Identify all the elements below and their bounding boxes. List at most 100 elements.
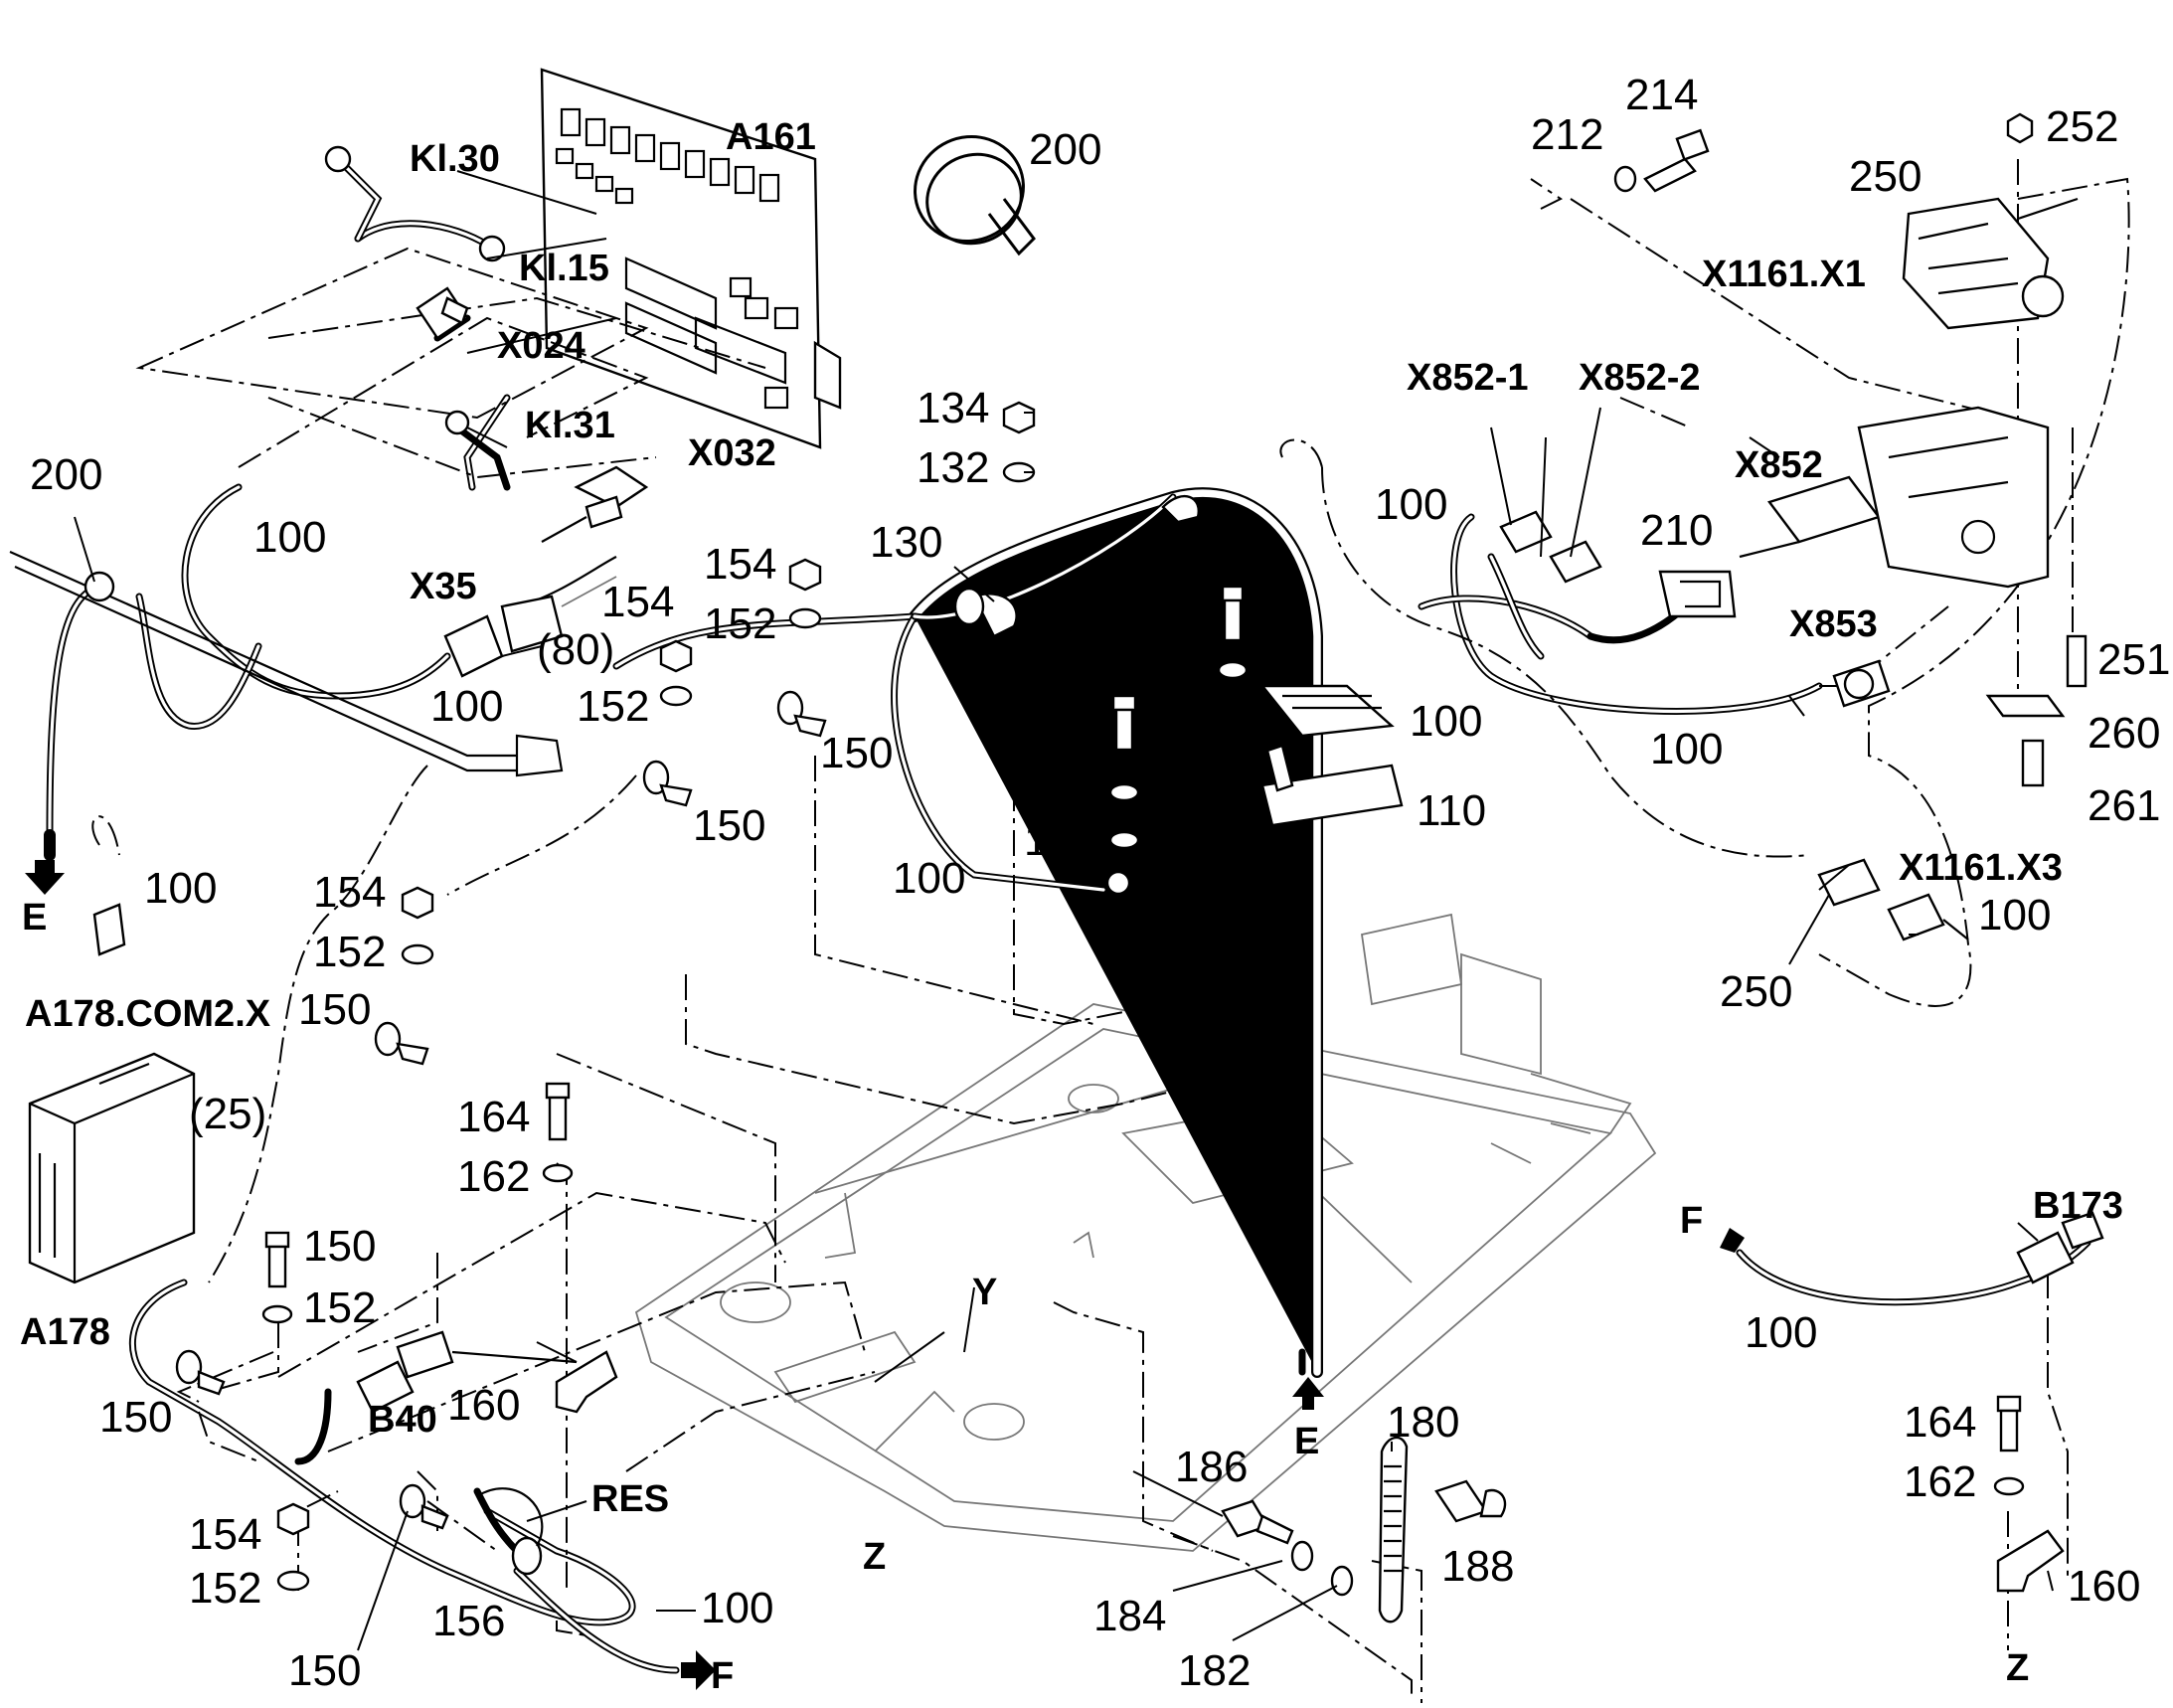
board-a161 [540,68,842,449]
label-b173: B173 [2033,1185,2123,1227]
arrow-e-mid [1292,1377,1324,1410]
callout-251: 251 [2097,635,2170,684]
bracket-250 [1857,197,2079,589]
label-x024: X024 [497,325,585,367]
callout-200-strap: 200 [1029,125,1101,174]
callout-100-a: 100 [253,513,326,562]
callout-250-a: 250 [1849,152,1922,201]
callout-134: 134 [917,384,989,432]
callout-112: 112 [1135,645,1205,694]
label-a178-com2-x: A178.COM2.X [25,993,271,1035]
arrow-e-top [25,860,65,895]
callout-184: 184 [1093,1592,1166,1640]
callout-100-g: 100 [1978,891,2051,939]
main-harness [44,220,2091,1674]
label-x852-1: X852-1 [1407,357,1529,399]
label-kl31: Kl.31 [525,405,615,446]
callout-186: 186 [1175,1443,1248,1491]
callout-100-e: 100 [1375,480,1447,529]
callout-250-b: 250 [1720,967,1792,1016]
callout-260: 260 [2088,709,2160,758]
callout-150-b: 150 [693,801,765,850]
callout-100-c: 100 [893,854,965,903]
callout-154-b: 154 [601,578,674,626]
x1161-x3-connector [1817,858,1969,941]
label-e-mid: E [1294,1421,1319,1462]
callout-154-c: 154 [313,868,386,917]
label-b40: B40 [368,1399,437,1441]
assembly-lines [91,159,2130,1703]
callout-152-a: 152 [704,599,776,648]
callout-150-c: 150 [298,985,371,1034]
part-labels: A161 Kl.30 Kl.15 X024 Kl.31 X032 X35 X85… [20,116,2123,1697]
label-x852-2: X852-2 [1579,357,1701,399]
arrow-f-bottom [681,1650,716,1690]
callout-252: 252 [2046,102,2118,151]
callout-261: 261 [2088,781,2160,830]
callout-180: 180 [1387,1398,1459,1447]
b40-connector [356,1330,2065,1593]
callout-150-e: 150 [99,1393,172,1442]
callout-130: 130 [870,518,942,567]
label-res: RES [591,1478,669,1520]
callout-100-j: 100 [1745,1308,1817,1357]
callout-150-a: 150 [820,729,893,777]
callout-154-d: 154 [189,1510,261,1559]
label-kl15: Kl.15 [519,248,609,289]
label-y: Y [972,1272,997,1313]
cable-strap-200 [914,134,1036,256]
label-f-left: F [1680,1200,1703,1242]
callout-140: 140 [1024,816,1096,865]
callout-160-b: 160 [2068,1562,2140,1611]
callout-200-left: 200 [30,450,102,499]
label-x853: X853 [1789,603,1878,645]
kl31-terminal [444,410,511,491]
callout-100-b: 100 [430,682,503,731]
label-a161: A161 [726,116,816,158]
callout-152-b: 152 [577,682,649,731]
x024-connector [416,286,469,340]
kl30-terminal [324,145,506,262]
fasteners [261,112,2088,1592]
callout-150-d: 150 [303,1222,376,1271]
callout-164-b: 164 [1904,1398,1976,1447]
callout-numbers: 200 200 100 100 (80) 134 132 130 154 152… [30,71,2170,1695]
res-loop [476,1487,544,1547]
callout-210: 210 [1640,506,1713,555]
callout-162-a: 162 [457,1152,530,1201]
callout-144: 144 [1024,705,1096,754]
ground-strap-180 [1221,1436,1507,1623]
label-mp60: MP60 [1141,832,1240,874]
label-z-mid: Z [863,1536,886,1578]
holder-110 [1259,684,1404,827]
callout-100-d: 100 [1410,697,1482,746]
callout-212: 212 [1531,110,1603,159]
mounting-rod [9,550,617,777]
label-x1161-x1: X1161.X1 [1702,254,1866,295]
label-a178: A178 [20,1311,110,1353]
callout-154-a: 154 [704,540,776,589]
callout-150-f: 150 [288,1646,361,1695]
callout-25: (25) [189,1090,266,1138]
callout-100-f: 100 [1650,725,1723,773]
label-z-right: Z [2006,1647,2029,1689]
callout-182: 182 [1178,1646,1251,1695]
callout-152-e: 152 [189,1564,261,1613]
callout-80: (80) [537,625,614,674]
leader-lines [74,170,2054,1651]
callout-152-c: 152 [313,928,386,976]
label-x35: X35 [410,566,477,607]
label-x1161-x3: X1161.X3 [1899,847,2063,889]
callout-152-d: 152 [303,1283,376,1332]
x852-connectors [1499,475,1891,708]
label-x852: X852 [1735,444,1823,486]
label-f-bottom: F [711,1655,734,1697]
callout-160-a: 160 [447,1381,520,1430]
arrows [25,860,1745,1690]
arrow-f-left [1720,1228,1745,1253]
callout-132: 132 [917,443,989,492]
label-kl30: Kl.30 [410,138,500,180]
callout-164-a: 164 [457,1093,530,1141]
